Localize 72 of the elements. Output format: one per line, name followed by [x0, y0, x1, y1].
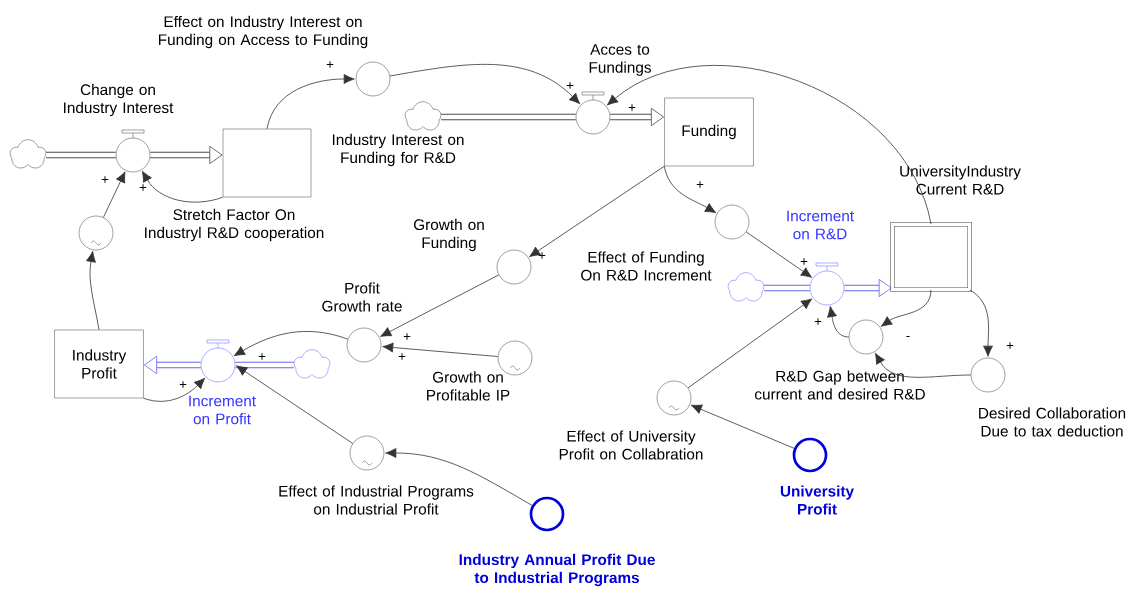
- link-arrow: [874, 352, 972, 378]
- node-label: Acces to Fundings: [589, 44, 651, 76]
- link-arrow: [382, 342, 499, 357]
- link-arrow: [266, 74, 355, 130]
- polarity-sign: +: [538, 252, 546, 259]
- node-label: Growth on Profitable IP: [427, 371, 510, 401]
- node-label: Stretch Factor On Industryl R&D cooperation: [145, 208, 324, 242]
- link-arrow: [745, 231, 813, 278]
- link-arrow: [86, 251, 100, 331]
- node-label: Effect of Funding On R&D Increment: [581, 251, 712, 281]
- cloud-symbol: [9, 139, 47, 169]
- polarity-sign: +: [179, 381, 187, 388]
- flow-pipe: [144, 355, 201, 375]
- link-arrow: [663, 165, 717, 214]
- polarity-sign: -: [906, 335, 910, 337]
- node-label: Industry Annual Profit Due to Industrial Programs: [459, 553, 655, 587]
- link-arrow: [687, 298, 813, 389]
- node-label: Effect on Industry Interest on Funding on Access to Funding: [158, 15, 368, 49]
- valve: Change on Industry Interest: [64, 83, 174, 173]
- link-arrow: [236, 365, 354, 444]
- link-arrow: [143, 377, 206, 402]
- polarity-sign: +: [101, 176, 109, 183]
- link-arrow: [380, 274, 500, 337]
- polarity-sign: +: [800, 258, 808, 265]
- flow-pipe: [844, 278, 892, 298]
- stock-box: Funding: [664, 97, 754, 167]
- node-label: Increment on R&D: [787, 210, 854, 240]
- polarity-sign: +: [566, 82, 574, 89]
- cloud-symbol: [404, 101, 442, 131]
- link-arrow: [141, 170, 224, 203]
- link-arrow: [233, 331, 349, 357]
- polarity-sign: +: [696, 181, 704, 188]
- flow-pipe: [764, 284, 810, 292]
- polarity-sign: +: [403, 333, 411, 340]
- link-arrow: [529, 165, 665, 257]
- node-label: UniversityIndustry Current R&D: [900, 165, 1021, 195]
- polarity-sign: +: [1006, 342, 1014, 349]
- link-arrow: [690, 404, 795, 449]
- node-label: Profit Growth rate: [322, 282, 402, 312]
- polarity-sign: +: [258, 353, 266, 360]
- node-label: Increment on Profit: [189, 395, 256, 425]
- node-label: Change on Industry Interest: [64, 83, 174, 117]
- cloud-symbol: [727, 272, 765, 302]
- stock-box: Industry Profit: [54, 329, 144, 399]
- cloud-symbol: [293, 349, 331, 379]
- flow-pipe: [441, 113, 576, 121]
- stock-box: Industry Interest on Funding for R&D: [222, 128, 464, 198]
- polarity-sign: +: [139, 184, 147, 191]
- valve: Increment on Profit: [189, 339, 256, 425]
- node-label: Desired Collaboration Due to tax deduction: [979, 407, 1126, 437]
- polarity-sign: +: [398, 353, 406, 360]
- flow-pipe: [610, 107, 664, 127]
- link-arrow: [606, 65, 932, 225]
- link-arrow: [389, 64, 581, 105]
- node-label: Effect of Industrial Programs on Industrial Profit: [279, 485, 474, 515]
- link-arrow: [103, 171, 126, 218]
- node-label: University Profit: [780, 485, 854, 515]
- link-arrow: [385, 448, 533, 506]
- link-arrow: [827, 306, 850, 338]
- node-label: Industry Interest on Funding for R&D: [332, 133, 464, 167]
- node-label: Effect of University Profit on Collabration: [559, 430, 703, 460]
- polarity-sign: +: [326, 61, 334, 68]
- flow-pipe: [150, 145, 223, 165]
- polarity-sign: +: [814, 318, 822, 325]
- link-arrow: [969, 289, 993, 357]
- polarity-sign: +: [628, 104, 636, 111]
- flow-pipe: [46, 151, 116, 159]
- link-arrow: [880, 289, 932, 327]
- node-label: R&D Gap between current and desired R&D: [755, 370, 925, 400]
- node-label: Growth on Funding: [413, 218, 484, 252]
- stock-box: UniversityIndustry Current R&D: [890, 165, 1021, 292]
- flow-pipe: [235, 361, 294, 369]
